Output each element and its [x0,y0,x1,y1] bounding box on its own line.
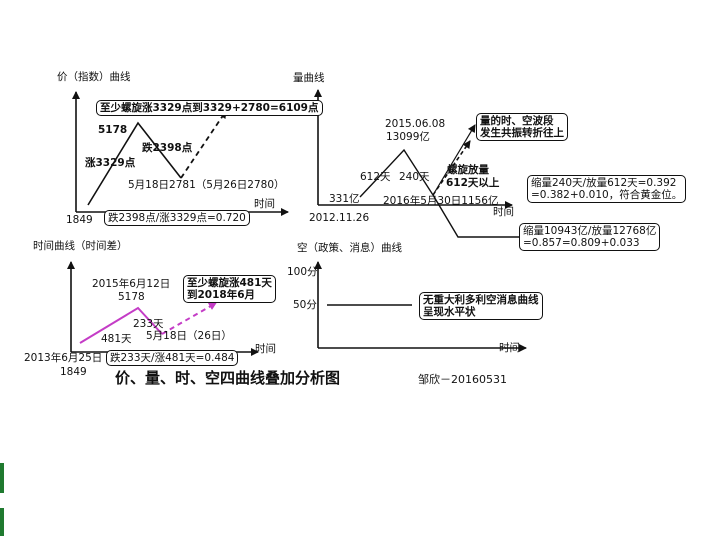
space-y-50: 50分 [293,299,317,311]
volume-end-label: 2016年5月30日1156亿 [383,195,499,207]
time-target-line-2: 到2018年6月 [187,289,256,301]
price-target-box: 至少螺旋涨3329点到3329+2780=6109点 [96,100,323,116]
time-chart-title: 时间曲线（时间差） [33,240,128,252]
time-x-label: 时间 [255,343,276,355]
space-note-line-2: 呈现水平状 [423,306,476,318]
golden-line-2: =0.382+0.010，符合黄金位。 [531,189,683,201]
time-peak-date: 2015年6月12日 [92,278,171,290]
time-target-box: 至少螺旋涨481天 到2018年6月 [183,275,276,303]
time-start-value: 1849 [60,366,87,378]
volume-golden-box: 缩量240天/放量612天=0.392 =0.382+0.010，符合黄金位。 [527,175,687,203]
left-edge-mark [0,463,4,493]
volume-resonance-box: 量的时、空波段 发生共振转折往上 [476,113,568,141]
space-chart-axes [314,261,527,352]
price-date-label: 5月18日2781（5月26日2780） [128,179,285,191]
figure-author: 邹欣－20160531 [418,373,507,386]
space-chart-title: 空（政策、消息）曲线 [297,242,402,254]
price-ratio-box: 跌2398点/涨3329点=0.720 [104,210,250,226]
time-low-date: 5月18日（26日） [146,330,232,342]
time-days-up: 481天 [101,333,132,345]
time-days-down: 233天 [133,318,164,330]
ratio-line-2: =0.857=0.809+0.033 [523,237,640,249]
price-rise-label: 涨3329点 [85,157,136,169]
volume-days-down: 240天 [399,171,430,183]
space-note-box: 无重大利多利空消息曲线 呈现水平状 [419,292,543,320]
price-fall-label: 跌2398点 [142,142,193,154]
left-edge-mark [0,508,4,536]
resonance-line-1: 量的时、空波段 [480,115,554,127]
volume-x-label: 时间 [493,206,514,218]
figure-title: 价、量、时、空四曲线叠加分析图 [115,369,341,387]
resonance-line-2: 发生共振转折往上 [480,127,564,139]
volume-peak-date: 2015.06.08 [385,118,446,130]
space-y-100: 100分 [287,266,318,278]
space-note-line-1: 无重大利多利空消息曲线 [423,294,539,306]
ratio-line-1: 缩量10943亿/放量12768亿 [523,225,657,237]
volume-chart-title: 量曲线 [293,72,325,84]
volume-spiral-label: 螺旋放量 [447,164,489,176]
volume-spiral-days: 612天以上 [446,177,500,189]
volume-ratio-box: 缩量10943亿/放量12768亿 =0.857=0.809+0.033 [519,223,661,251]
price-start-label: 1849 [66,214,93,226]
volume-days-up: 612天 [360,171,391,183]
price-peak-label: 5178 [98,124,128,136]
space-x-label: 时间 [499,342,520,354]
volume-peak-value: 13099亿 [386,131,430,143]
time-peak-value: 5178 [118,291,145,303]
volume-curve [359,124,519,238]
time-start-date: 2013年6月25日 [24,352,103,364]
price-curve [87,110,227,206]
price-x-label: 时间 [254,198,275,210]
volume-left-value: 331亿 [329,193,360,205]
price-chart-title: 价（指数）曲线 [57,71,131,83]
time-curve [79,302,217,344]
time-target-line-1: 至少螺旋涨481天 [187,277,272,289]
time-ratio-box: 跌233天/涨481天=0.484 [106,350,239,366]
golden-line-1: 缩量240天/放量612天=0.392 [531,177,677,189]
volume-start-date: 2012.11.26 [309,212,370,224]
